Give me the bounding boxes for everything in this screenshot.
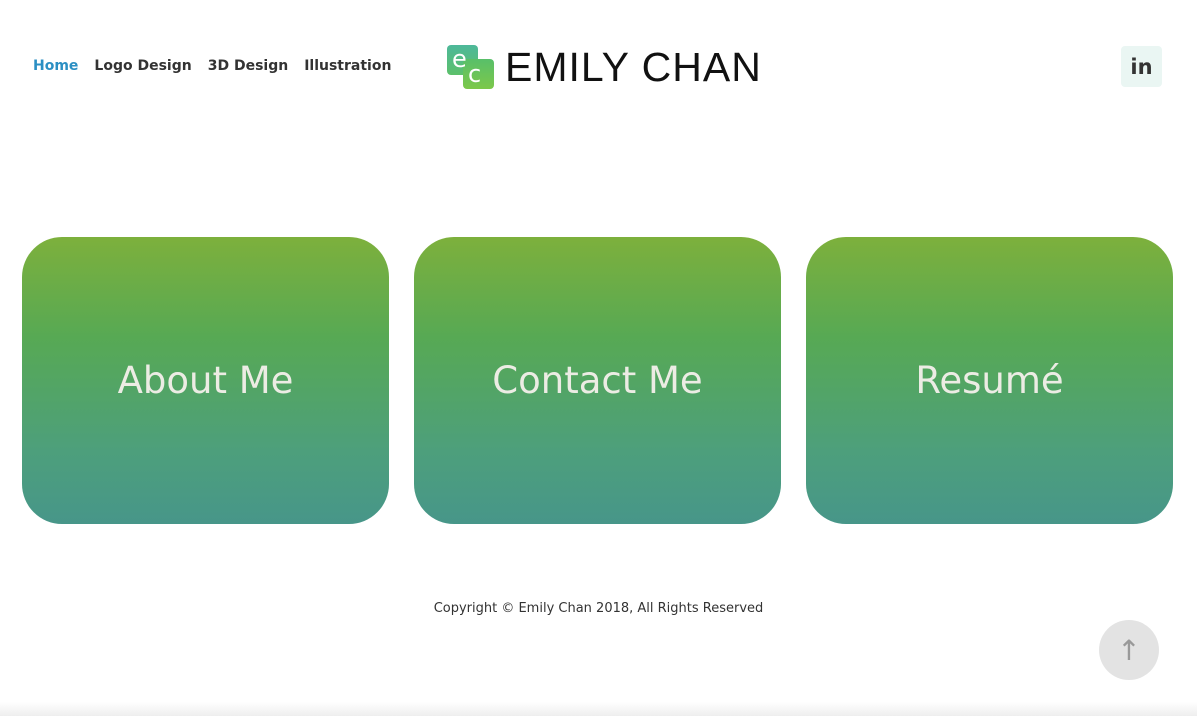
- nav-logo-design[interactable]: Logo Design: [94, 58, 192, 74]
- main-nav: Home Logo Design 3D Design Illustration: [33, 58, 391, 74]
- arrow-up-icon: ↑: [1117, 633, 1141, 667]
- about-me-card[interactable]: About Me: [22, 237, 389, 524]
- copyright: Copyright © Emily Chan 2018, All Rights …: [433, 601, 764, 616]
- nav-illustration[interactable]: Illustration: [304, 58, 392, 74]
- linkedin-icon[interactable]: in: [1121, 46, 1162, 87]
- nav-3d-design[interactable]: 3D Design: [207, 58, 289, 74]
- bottom-shadow: [0, 702, 1197, 716]
- nav-home[interactable]: Home: [33, 58, 79, 74]
- logo-text: EMILY CHAN: [505, 44, 762, 90]
- resume-card[interactable]: Resumé: [806, 237, 1173, 524]
- contact-me-card[interactable]: Contact Me: [414, 237, 781, 524]
- back-to-top-button[interactable]: ↑: [1099, 620, 1159, 680]
